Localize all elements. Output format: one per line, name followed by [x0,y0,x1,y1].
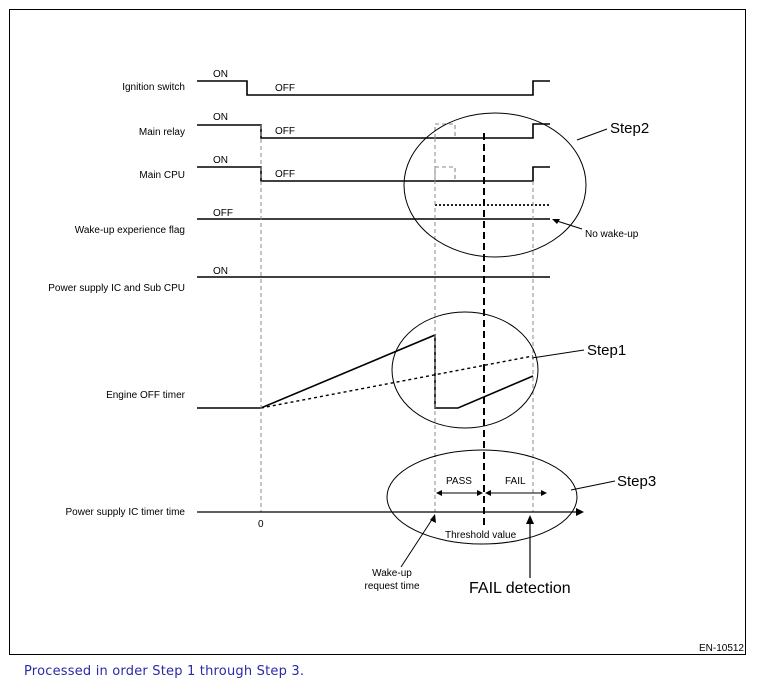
step2-label: Step2 [610,120,649,137]
main-cpu-waveform [197,166,550,182]
caption: Processed in order Step 1 through Step 3… [24,664,305,679]
engine-off-timer-solid [197,333,534,409]
no-wakeup-leader [556,220,583,230]
fail-arrow-head-right [541,490,547,496]
engine-off-timer-label: Engine OFF timer [106,390,186,401]
step3-ellipse [386,449,578,545]
relay-off-label: OFF [275,126,295,137]
wakeup-request-label-2: request time [364,581,419,592]
threshold-label: Threshold value [445,530,517,541]
no-wakeup-label: No wake-up [585,229,639,240]
fail-detection-label: FAIL detection [469,580,571,597]
ignition-off-label: OFF [275,83,295,94]
no-wakeup-arrowhead [552,219,560,224]
flag-off-label: OFF [213,208,233,219]
pass-label: PASS [446,476,472,487]
time-axis-arrowhead [576,508,584,516]
step3-label: Step3 [617,473,656,490]
main-relay-waveform [197,123,550,139]
wakeup-request-label-1: Wake-up [372,568,412,579]
ignition-switch-label: Ignition switch [122,82,185,93]
step1-label: Step1 [587,342,626,359]
power-supply-ic-label: Power supply IC and Sub CPU [48,283,185,294]
figure-id: EN-10512 [699,643,744,654]
pass-arrow-head-left [436,490,442,496]
cpu-on-label: ON [213,155,228,166]
fail-arrow-head-left [485,490,491,496]
diagram-frame [9,9,746,655]
wakeup-flag-label: Wake-up experience flag [75,225,185,236]
cpu-off-label: OFF [275,169,295,180]
engine-off-timer-dotted [260,355,534,409]
main-cpu-label: Main CPU [139,170,185,181]
psic-on-label: ON [213,266,228,277]
cpu-wakeup-pulse [434,166,456,181]
relay-on-label: ON [213,112,228,123]
fail-label: FAIL [505,476,526,487]
step2-leader [576,128,608,141]
step1-ellipse [391,311,539,429]
ignition-switch-waveform [197,80,550,96]
fail-detection-arrowhead [526,515,534,524]
pass-arrow-head-right [477,490,483,496]
step1-leader [531,349,585,359]
step3-leader [570,480,616,491]
relay-wakeup-pulse [434,123,456,138]
main-relay-label: Main relay [139,127,185,138]
step2-ellipse [403,112,587,258]
wakeup-request-arrowhead [430,514,436,523]
wakeup-request-leader [400,517,434,568]
zero-label: 0 [258,519,264,530]
ignition-on-label: ON [213,69,228,80]
power-supply-ic-timer-label: Power supply IC timer time [66,507,186,518]
